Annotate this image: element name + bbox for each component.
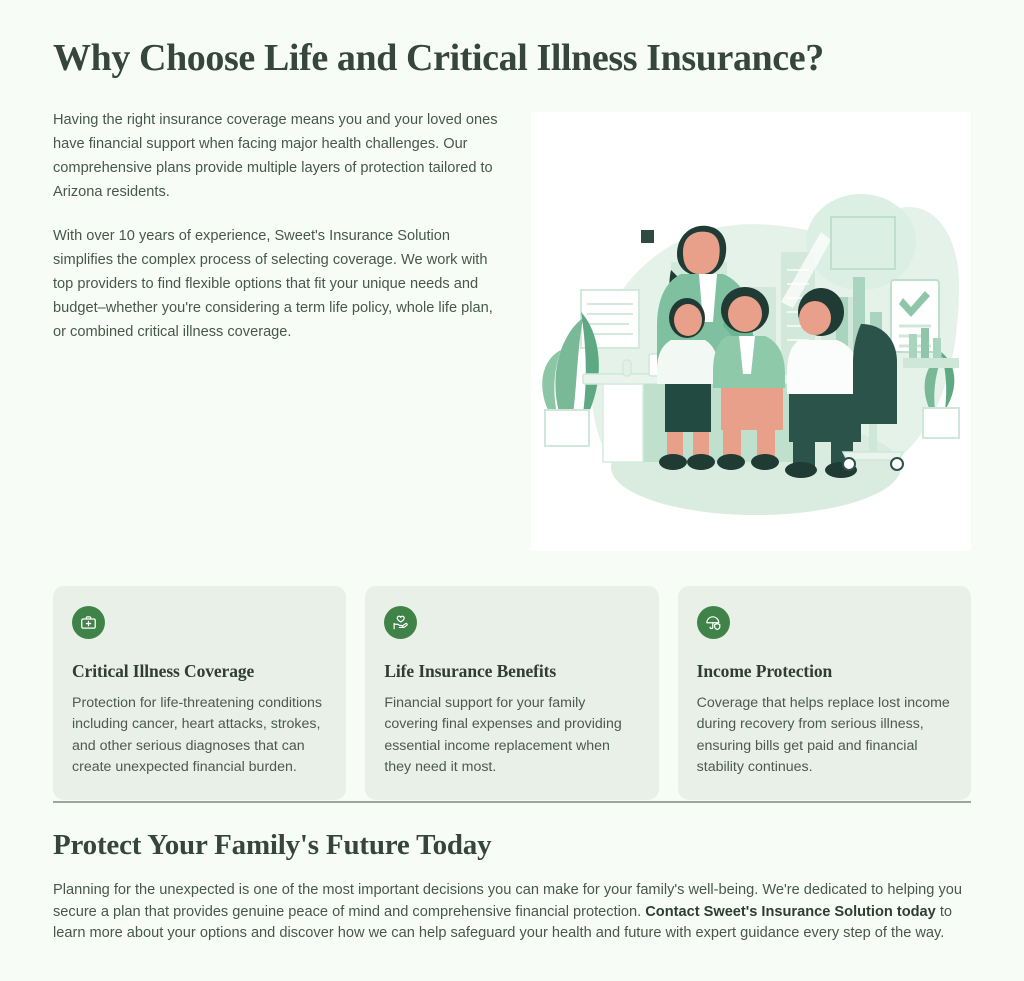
intro-paragraph-2: With over 10 years of experience, Sweet'… [53, 228, 493, 340]
cta-title: Protect Your Family's Future Today [53, 829, 492, 861]
cta-body-highlight: Contact Sweet's Insurance Solution today [645, 903, 936, 920]
feature-card-title: Life Insurance Benefits [384, 661, 557, 681]
cta-body-before: Planning for the unexpected is one of th… [53, 882, 962, 920]
first-aid-kit-icon [72, 606, 105, 639]
intro-paragraph-1: Having the right insurance coverage mean… [53, 112, 498, 200]
feature-cards: Critical Illness Coverage Protection for… [53, 586, 971, 801]
feature-card-body: Protection for life-threatening conditio… [72, 695, 322, 775]
hand-holding-heart-icon [384, 606, 418, 639]
intro-text-column: Having the right insurance coverage mean… [53, 108, 499, 344]
cta-body: Planning for the unexpected is one of th… [53, 880, 971, 945]
office-meeting-illustration [531, 112, 971, 551]
feature-card-title: Critical Illness Coverage [72, 661, 255, 681]
page-title: Why Choose Life and Critical Illness Ins… [53, 37, 824, 79]
section-divider [53, 801, 971, 803]
cta-body-after: to learn more about your options and dis… [53, 903, 952, 942]
feature-card-body: Financial support for your family coveri… [384, 695, 622, 775]
umbrella-shield-icon [696, 606, 730, 639]
feature-card-title: Income Protection [696, 661, 833, 681]
hero-illustration-panel [531, 112, 971, 551]
feature-card-critical-illness[interactable]: Critical Illness Coverage Protection for… [53, 586, 347, 801]
feature-card-income-protection[interactable]: Income Protection Coverage that helps re… [677, 586, 971, 801]
feature-card-body: Coverage that helps replace lost income … [696, 695, 950, 775]
feature-card-life-insurance[interactable]: Life Insurance Benefits Financial suppor… [365, 586, 659, 801]
